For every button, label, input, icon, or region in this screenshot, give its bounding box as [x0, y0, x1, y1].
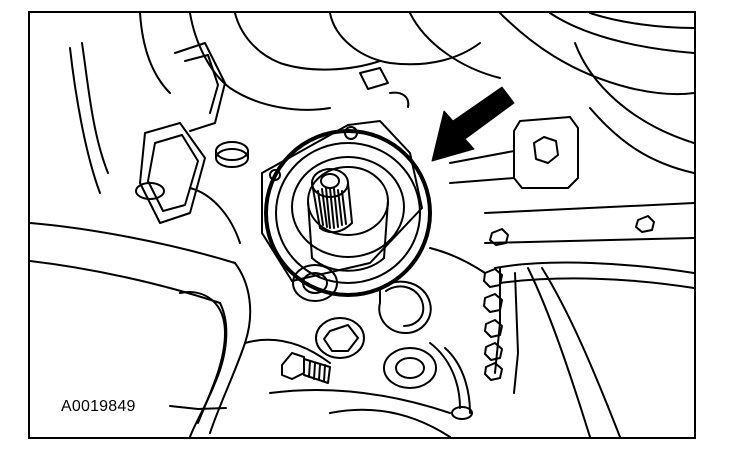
figure-id-leader: [169, 405, 227, 410]
diagram-frame: A0019849: [28, 11, 696, 439]
pointer-arrow: [431, 86, 515, 162]
right-frame-rail: [484, 202, 694, 437]
upper-structure: [69, 13, 694, 194]
figure-id-label: A0019849: [61, 398, 136, 415]
splined-shaft: [311, 168, 353, 234]
mechanical-illustration: [30, 13, 694, 437]
threaded-bolt: [281, 352, 331, 384]
lower-fittings: [292, 264, 437, 389]
right-sweep-lines: [429, 42, 694, 274]
lower-assembly: [244, 338, 473, 437]
circular-housing: [264, 129, 432, 297]
left-bracket: [139, 42, 241, 244]
left-fasteners: [135, 141, 249, 200]
right-bracket: [449, 116, 579, 189]
rail-nuts: [483, 268, 503, 381]
upper-rail-nuts: [489, 215, 655, 246]
left-hose: [30, 222, 252, 437]
